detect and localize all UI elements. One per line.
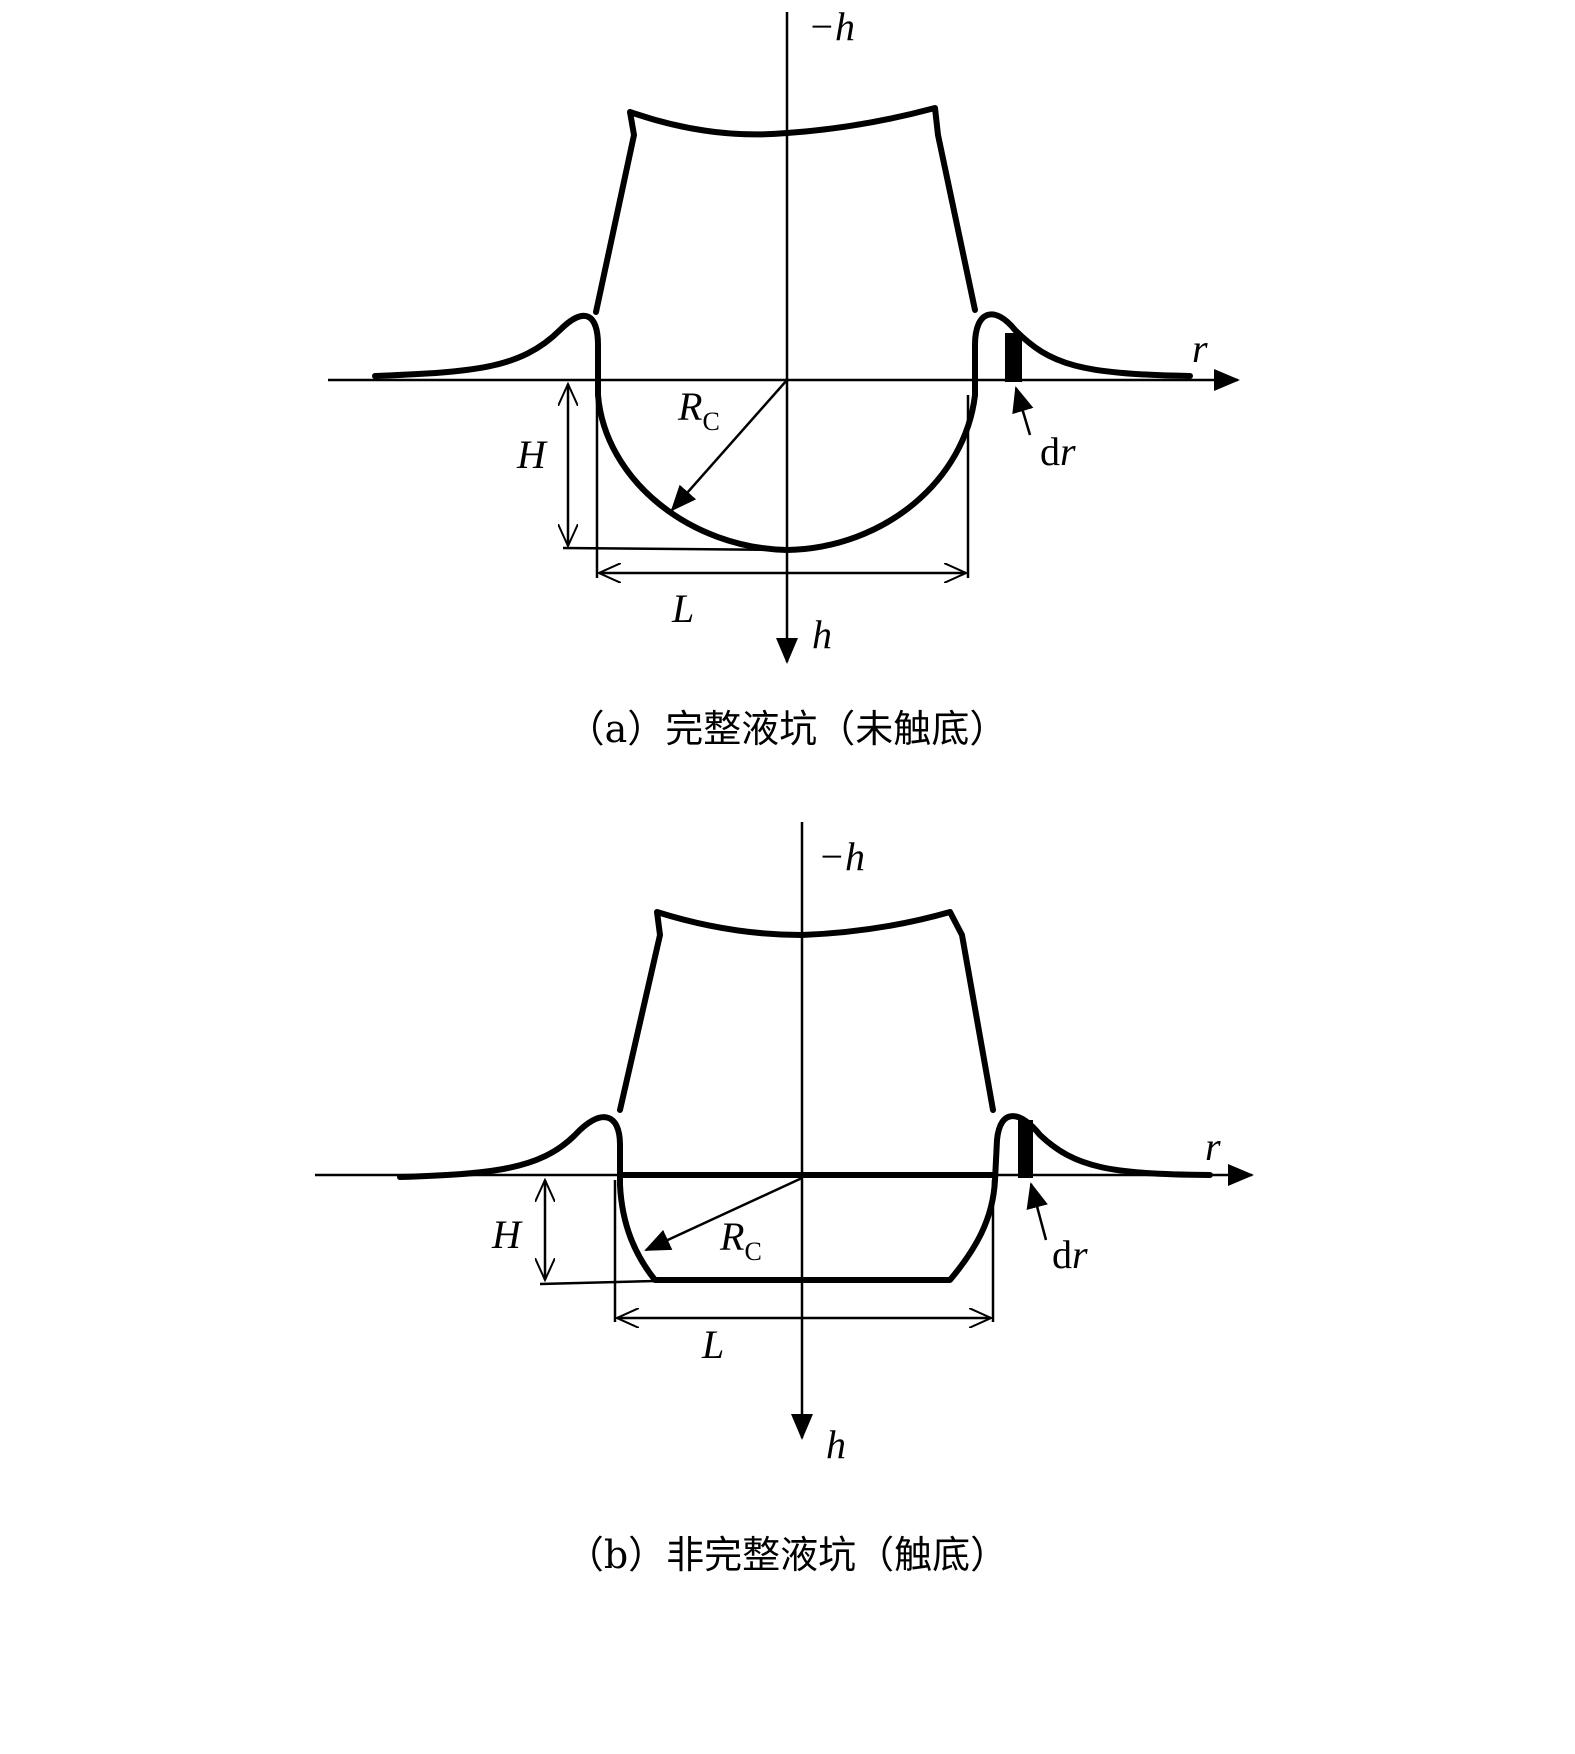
label-h: h <box>826 1422 846 1467</box>
panel-a: −h r h H L RC dr （a）完整液坑（未触底） <box>328 4 1240 751</box>
label-r: r <box>1205 1124 1221 1169</box>
radius-arrow <box>644 1176 803 1252</box>
label-r: r <box>1192 326 1208 371</box>
label-H: H <box>491 1212 523 1257</box>
panel-b: −h r h H L RC dr （b）非完整液坑（触底） <box>315 822 1254 1577</box>
label-dr: dr <box>1052 1232 1088 1277</box>
label-dr: dr <box>1040 429 1076 474</box>
label-H: H <box>516 432 548 477</box>
crater-profile <box>397 1113 1213 1283</box>
caption-b: （b）非完整液坑（触底） <box>566 1533 1008 1577</box>
projectile-outline <box>617 909 996 1113</box>
dr-element <box>1018 1120 1033 1178</box>
label-neg-h: −h <box>818 834 865 879</box>
caption-a: （a）完整液坑（未触底） <box>567 707 1008 751</box>
projectile-outline <box>593 105 978 315</box>
dr-element <box>1005 333 1022 382</box>
label-L: L <box>671 586 694 631</box>
label-Rc: RC <box>677 384 720 436</box>
label-h: h <box>812 612 832 657</box>
dr-pointer <box>1012 386 1034 436</box>
label-L: L <box>701 1322 724 1367</box>
radius-arrow <box>670 379 788 512</box>
label-Rc: RC <box>719 1214 762 1266</box>
dr-pointer <box>1026 1182 1048 1241</box>
label-neg-h: −h <box>808 4 855 49</box>
